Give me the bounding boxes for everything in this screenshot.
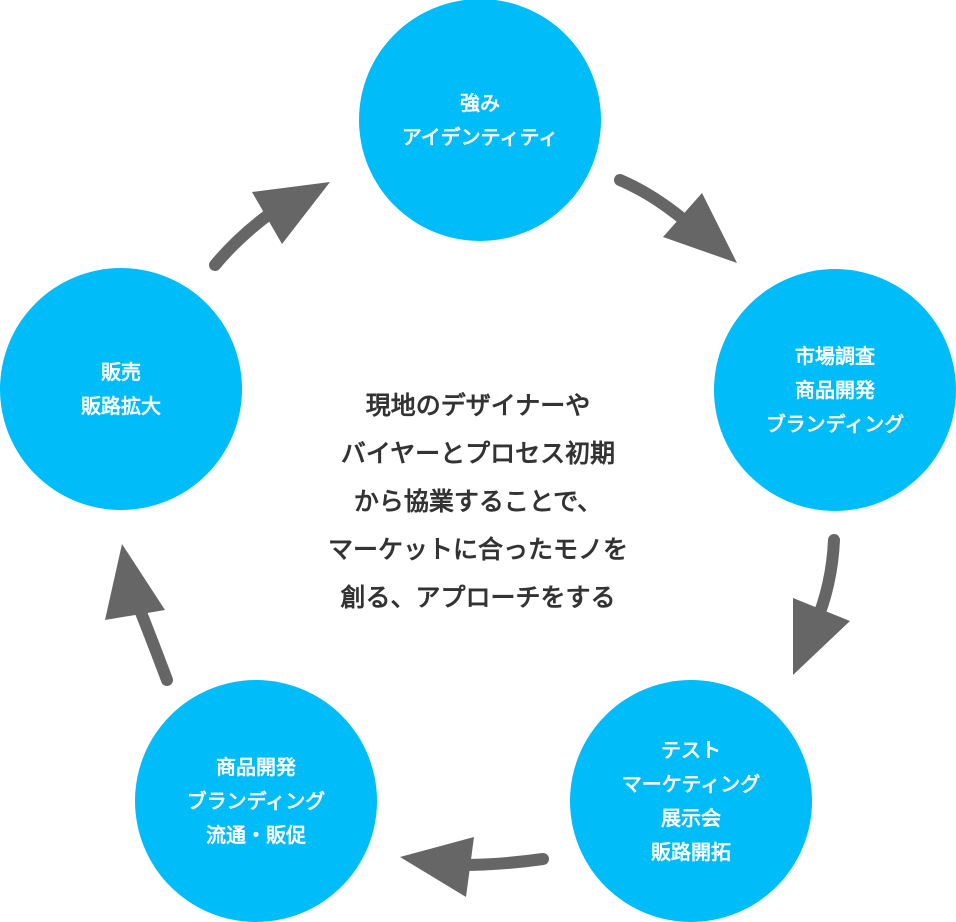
node-label-line: ブランディング <box>765 412 905 436</box>
node-label-line: テスト <box>661 738 721 762</box>
node-label-line: 商品開発 <box>216 755 296 779</box>
center-text-line: 創る、アプローチをする <box>340 583 616 612</box>
node-sales-expansion: 販売 販路拡大 <box>0 268 242 510</box>
node-market-research: 市場調査 商品開発 ブランディング <box>714 269 956 511</box>
node-label-line: 商品開発 <box>795 378 875 402</box>
arrow-shaft <box>209 204 281 271</box>
center-description: 現地のデザイナーや バイヤーとプロセス初期 から協業することで、 マーケットに合… <box>280 382 676 622</box>
node-test-marketing: テスト マーケティング 展示会 販路開拓 <box>570 680 812 922</box>
arrow-sales-to-strength <box>209 182 330 271</box>
node-strength-identity: 強み アイデンティティ <box>359 0 601 241</box>
node-label-line: 販路開拓 <box>651 840 731 864</box>
center-text-line: から協業することで、 <box>353 487 603 516</box>
node-label-line: 販路拡大 <box>81 394 161 418</box>
node-label-line: 販売 <box>101 360 141 384</box>
node-label-line: ブランディング <box>186 789 326 813</box>
arrow-research-to-test <box>793 534 850 675</box>
arrow-head <box>105 544 165 620</box>
node-label-line: 展示会 <box>661 806 721 830</box>
node-label-line: 強み <box>460 91 500 115</box>
arrow-head <box>793 598 850 675</box>
node-product-development: 商品開発 ブランディング 流通・販促 <box>135 680 377 922</box>
arrow-shaft <box>132 599 173 686</box>
arrow-head <box>400 837 474 897</box>
arrow-head <box>663 193 737 263</box>
arrow-shaft <box>614 174 696 231</box>
node-label-line: アイデンティティ <box>401 125 559 149</box>
arrow-strength-to-research <box>614 174 737 263</box>
arrow-product-to-sales <box>105 544 173 686</box>
center-text-line: バイヤーとプロセス初期 <box>340 439 616 468</box>
node-label-line: 流通・販促 <box>206 823 306 847</box>
node-label-line: マーケティング <box>621 772 761 796</box>
center-text-line: 現地のデザイナーや <box>365 391 591 420</box>
center-text-line: マーケットに合ったモノを <box>327 535 628 564</box>
node-label-line: 市場調査 <box>795 344 875 368</box>
arrow-shaft <box>454 853 549 871</box>
arrow-head <box>252 182 330 244</box>
arrow-test-to-product <box>400 837 549 897</box>
